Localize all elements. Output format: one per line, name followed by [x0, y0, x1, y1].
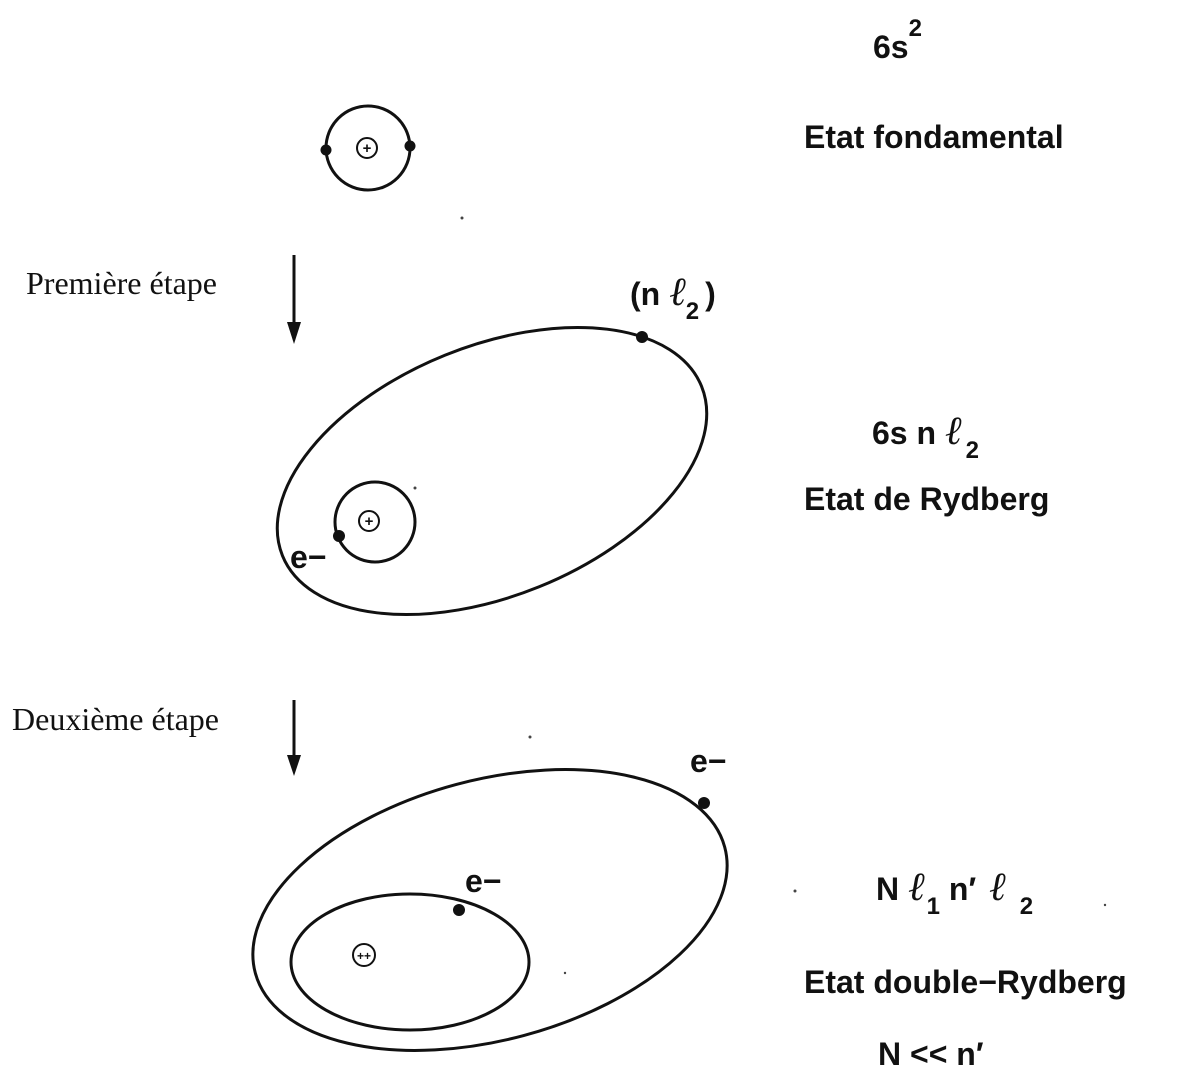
rydberg-outer-electron — [636, 331, 648, 343]
double-rydberg-inner-orbit — [289, 892, 531, 1032]
double-rydberg-nucleus-sign: ++ — [357, 949, 371, 963]
double-rydberg-state-name: Etat double−Rydberg — [804, 964, 1127, 1000]
ground-state-atom: + — [320, 104, 416, 192]
ground-nucleus-sign: + — [363, 140, 372, 157]
rydberg-nucleus-sign: + — [365, 513, 374, 530]
ground-config: 6s2 — [873, 15, 922, 65]
ground-state-name: Etat fondamental — [804, 119, 1064, 155]
double-rydberg-inner-electron-label: e− — [465, 863, 501, 899]
ground-nucleus — [356, 137, 378, 159]
first-step-label: Première étape — [26, 265, 217, 301]
rydberg-state-atom: + — [275, 325, 709, 617]
rydberg-nucleus — [358, 510, 380, 532]
scan-specks — [413, 216, 1107, 975]
rydberg-electron-label: e− — [290, 539, 326, 575]
double-rydberg-relation: N << n′ — [878, 1036, 984, 1072]
double-rydberg-outer-orbit — [251, 768, 729, 1052]
double-rydberg-outer-electron — [698, 797, 710, 809]
first-step-arrow — [287, 255, 301, 344]
second-step-arrow — [287, 700, 301, 776]
second-step-label: Deuxième étape — [12, 701, 219, 737]
double-rydberg-atom: ++ — [251, 768, 729, 1052]
rydberg-inner-electron — [333, 530, 345, 542]
double-rydberg-nucleus — [352, 943, 376, 967]
ground-electron-left — [320, 144, 332, 156]
rydberg-inner-orbit — [333, 480, 417, 564]
ground-electron-right — [404, 140, 416, 152]
rydberg-state-name: Etat de Rydberg — [804, 481, 1049, 517]
double-rydberg-inner-electron — [453, 904, 465, 916]
rydberg-outer-orbit — [275, 325, 709, 617]
rydberg-orbital-label: (n ℓ2) — [630, 269, 716, 325]
double-rydberg-outer-electron-label: e− — [690, 743, 726, 779]
